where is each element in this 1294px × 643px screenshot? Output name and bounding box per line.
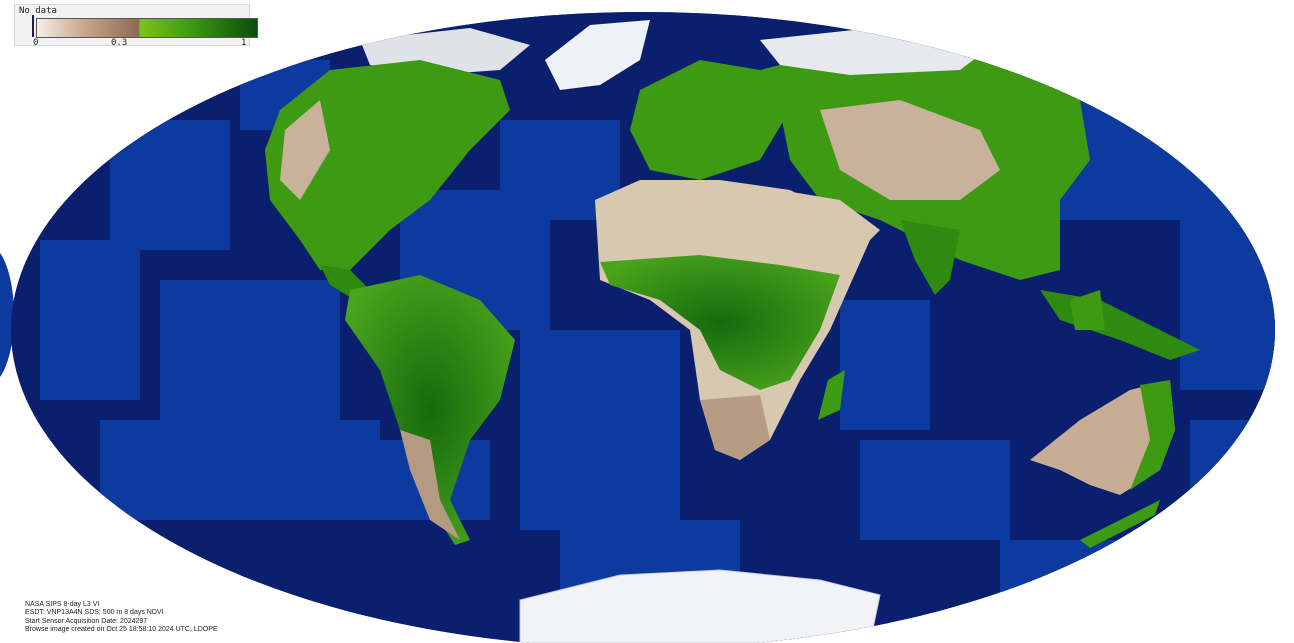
footer-line-product: NASA SIPS 8-day L3 VI [25,601,100,608]
legend-tick-min: 0 [33,38,39,48]
footer-line-created: Browse image created on Oct 25 18:58:10 … [25,625,218,633]
footer-line-esdt: ESDT: VNP13A4N SDS: 500 m 8 days NDVI [25,609,164,617]
metadata-footer: NASA SIPS 8-day L3 VI ESDT: VNP13A4N SDS… [25,601,218,634]
legend-tick-max: 1 [241,38,247,48]
ndvi-legend: No data 0 0.3 1 [14,4,258,48]
legend-no-data-label: No data [19,6,57,16]
globe-edge-left [0,252,14,378]
footer-line-acquisition: Start Sensor Acquisition Date: 2024297 [25,617,148,625]
legend-tick-mid: 0.3 [111,38,128,48]
legend-color-ramp [36,18,258,38]
legend-no-data-marker [32,15,34,37]
